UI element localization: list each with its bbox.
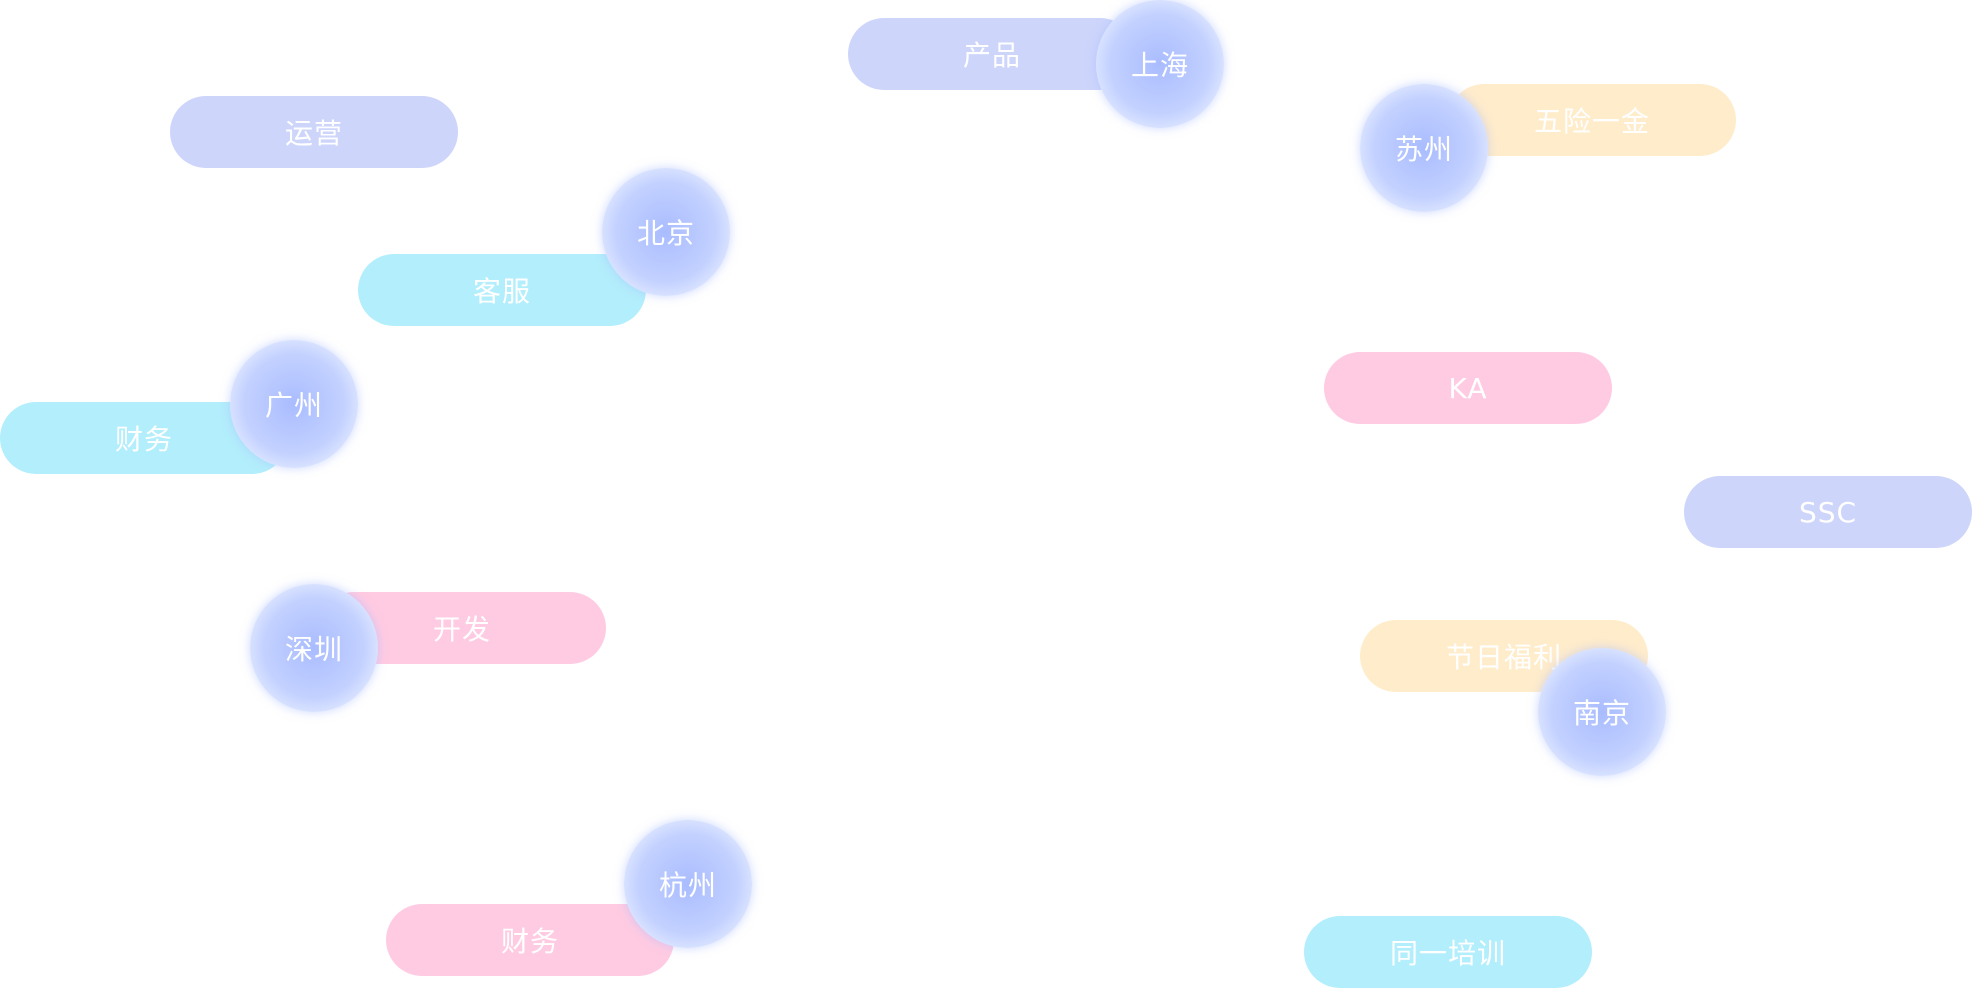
tag-ssc-label: SSC [1798, 495, 1858, 529]
tag-finance-bottom[interactable]: 财务 [386, 904, 674, 976]
tag-training-label: 同一培训 [1389, 937, 1506, 970]
city-shanghai-label: 上海 [1130, 49, 1189, 82]
city-bubble-shanghai[interactable]: 上海 [1096, 0, 1224, 128]
city-nanjing-label: 南京 [1572, 697, 1631, 730]
tag-ka-label: KA [1448, 371, 1488, 405]
city-bubble-guangzhou[interactable]: 广州 [230, 340, 358, 468]
tag-operations-label: 运营 [284, 117, 343, 150]
tag-insurance[interactable]: 五险一金 [1448, 84, 1736, 156]
tag-development-label: 开发 [432, 613, 491, 646]
city-bubble-hangzhou[interactable]: 杭州 [624, 820, 752, 948]
city-guangzhou-label: 广州 [264, 389, 323, 422]
city-bubble-suzhou[interactable]: 苏州 [1360, 84, 1488, 212]
city-hangzhou-label: 杭州 [658, 869, 717, 902]
tag-customer-service-label: 客服 [472, 275, 531, 308]
tag-ssc[interactable]: SSC [1684, 476, 1972, 548]
city-bubble-beijing[interactable]: 北京 [602, 168, 730, 296]
tag-insurance-label: 五险一金 [1533, 105, 1650, 138]
city-bubble-shenzhen[interactable]: 深圳 [250, 584, 378, 712]
city-suzhou-label: 苏州 [1394, 133, 1453, 166]
tag-training[interactable]: 同一培训 [1304, 916, 1592, 988]
city-beijing-label: 北京 [636, 217, 695, 250]
tag-ka[interactable]: KA [1324, 352, 1612, 424]
tag-finance-left-label: 财务 [114, 423, 173, 456]
tag-product[interactable]: 产品 [848, 18, 1136, 90]
tag-product-label: 产品 [962, 39, 1021, 72]
city-bubble-nanjing[interactable]: 南京 [1538, 648, 1666, 776]
tag-operations[interactable]: 运营 [170, 96, 458, 168]
tag-holiday-benefits-label: 节日福利 [1445, 641, 1562, 674]
tag-customer-service[interactable]: 客服 [358, 254, 646, 326]
city-shenzhen-label: 深圳 [284, 633, 343, 666]
tag-finance-bottom-label: 财务 [500, 925, 559, 958]
